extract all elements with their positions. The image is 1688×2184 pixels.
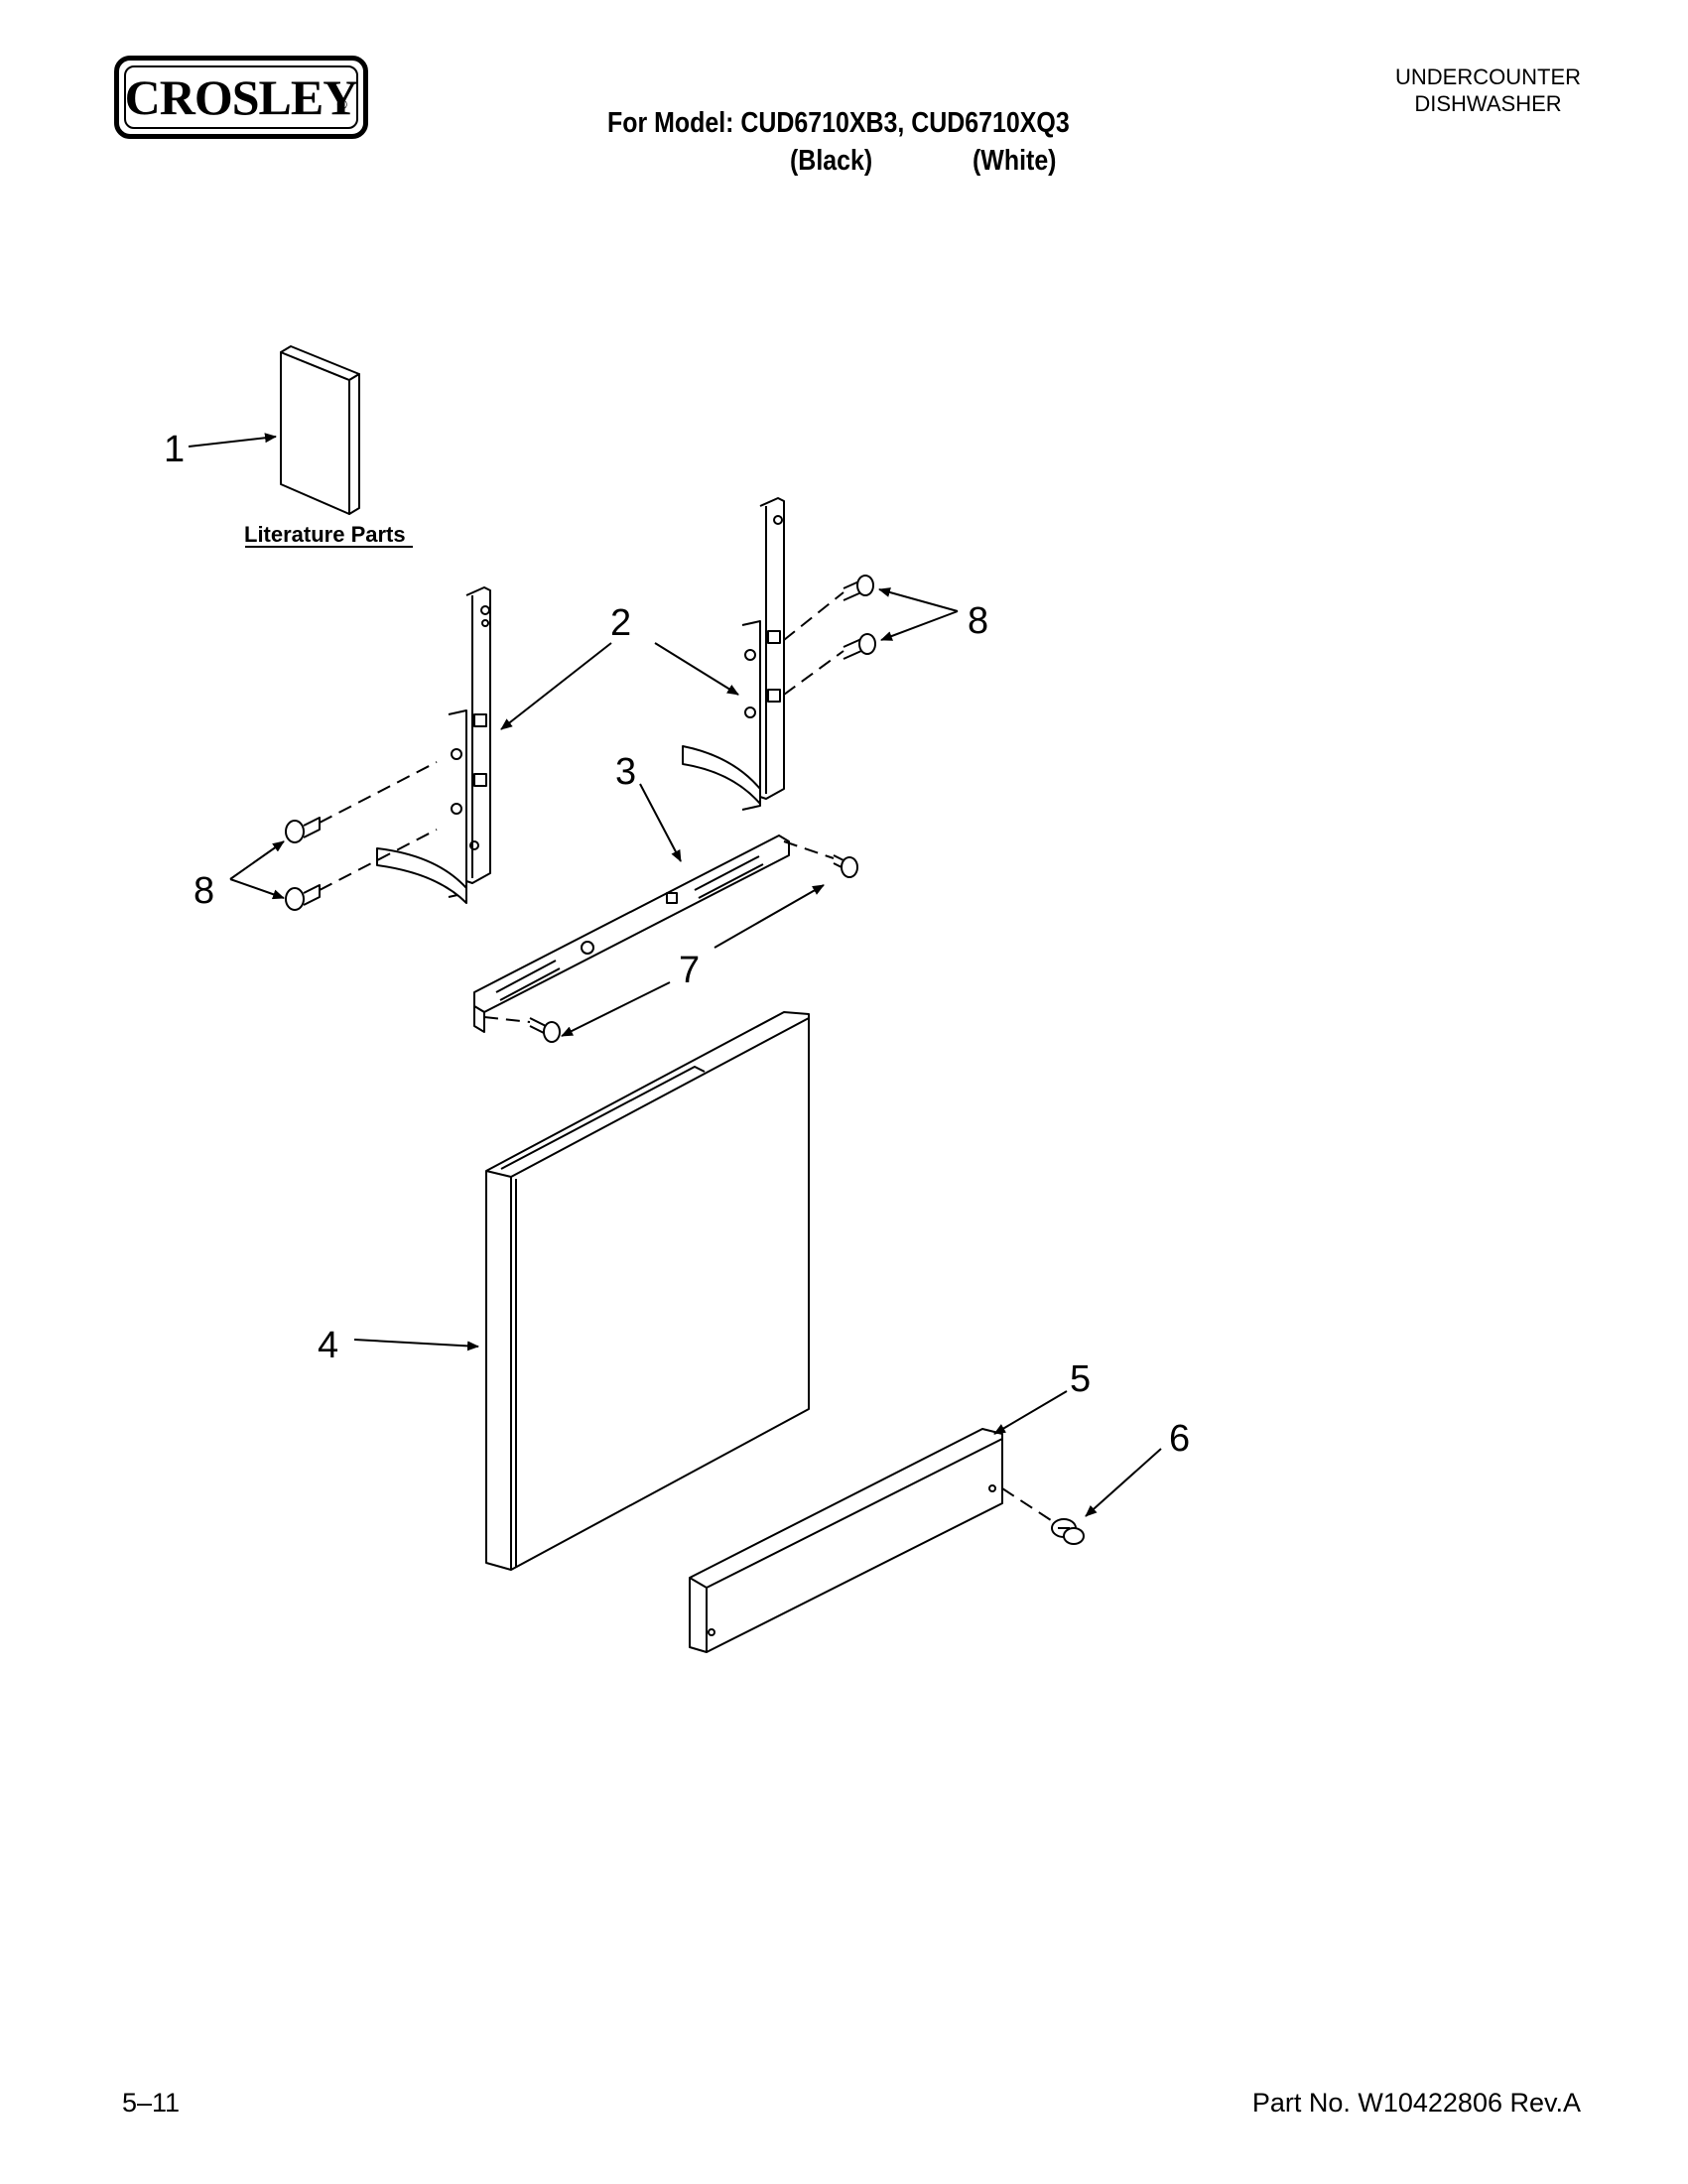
screw-part-8-left-upper [285, 817, 321, 843]
screw-part-8-right-upper [843, 575, 874, 601]
page-number: 5–11 [122, 2088, 181, 2118]
callout-8-right: 8 [968, 600, 988, 642]
mounting-bracket [473, 835, 790, 1033]
callout-3: 3 [615, 751, 636, 793]
screw-part-7-right [833, 854, 858, 878]
hinge-bracket-left [376, 586, 491, 904]
callout-7: 7 [679, 950, 700, 991]
logo-inner-border [124, 65, 358, 129]
callout-6: 6 [1169, 1418, 1190, 1460]
callout-5: 5 [1070, 1358, 1091, 1400]
variant-black: (Black) [790, 145, 873, 177]
crosley-logo: CROSLEY ® [114, 56, 368, 139]
literature-parts-label: Literature Parts [244, 522, 406, 547]
variant-white: (White) [973, 145, 1057, 177]
appliance-line-1: UNDERCOUNTER [1395, 64, 1581, 89]
logo-brand-text: CROSLEY [124, 69, 359, 125]
assembly-dashed-lines [319, 591, 1055, 1523]
screw-part-6 [1051, 1518, 1085, 1545]
toe-kick-panel [689, 1428, 1003, 1653]
leader-arrows [188, 433, 1162, 1517]
callout-1: 1 [164, 429, 185, 470]
hinge-bracket-right [682, 497, 785, 811]
logo-registered-mark: ® [336, 96, 347, 112]
part-number: Part No. W10422806 Rev.A [1251, 2088, 1581, 2118]
model-line: For Model: CUD6710XB3, CUD6710XQ3 [607, 107, 1070, 139]
callout-8-left: 8 [194, 870, 214, 912]
screw-part-7-left [529, 1017, 561, 1043]
callout-4: 4 [318, 1325, 338, 1366]
appliance-line-2: DISHWASHER [1414, 91, 1562, 116]
screw-part-8-right-lower [843, 633, 876, 660]
literature-booklet [280, 345, 360, 515]
door-panel [485, 1011, 810, 1571]
screw-part-8-left-lower [285, 884, 321, 911]
appliance-type: UNDERCOUNTER DISHWASHER [1395, 64, 1581, 117]
callout-2: 2 [610, 602, 631, 644]
